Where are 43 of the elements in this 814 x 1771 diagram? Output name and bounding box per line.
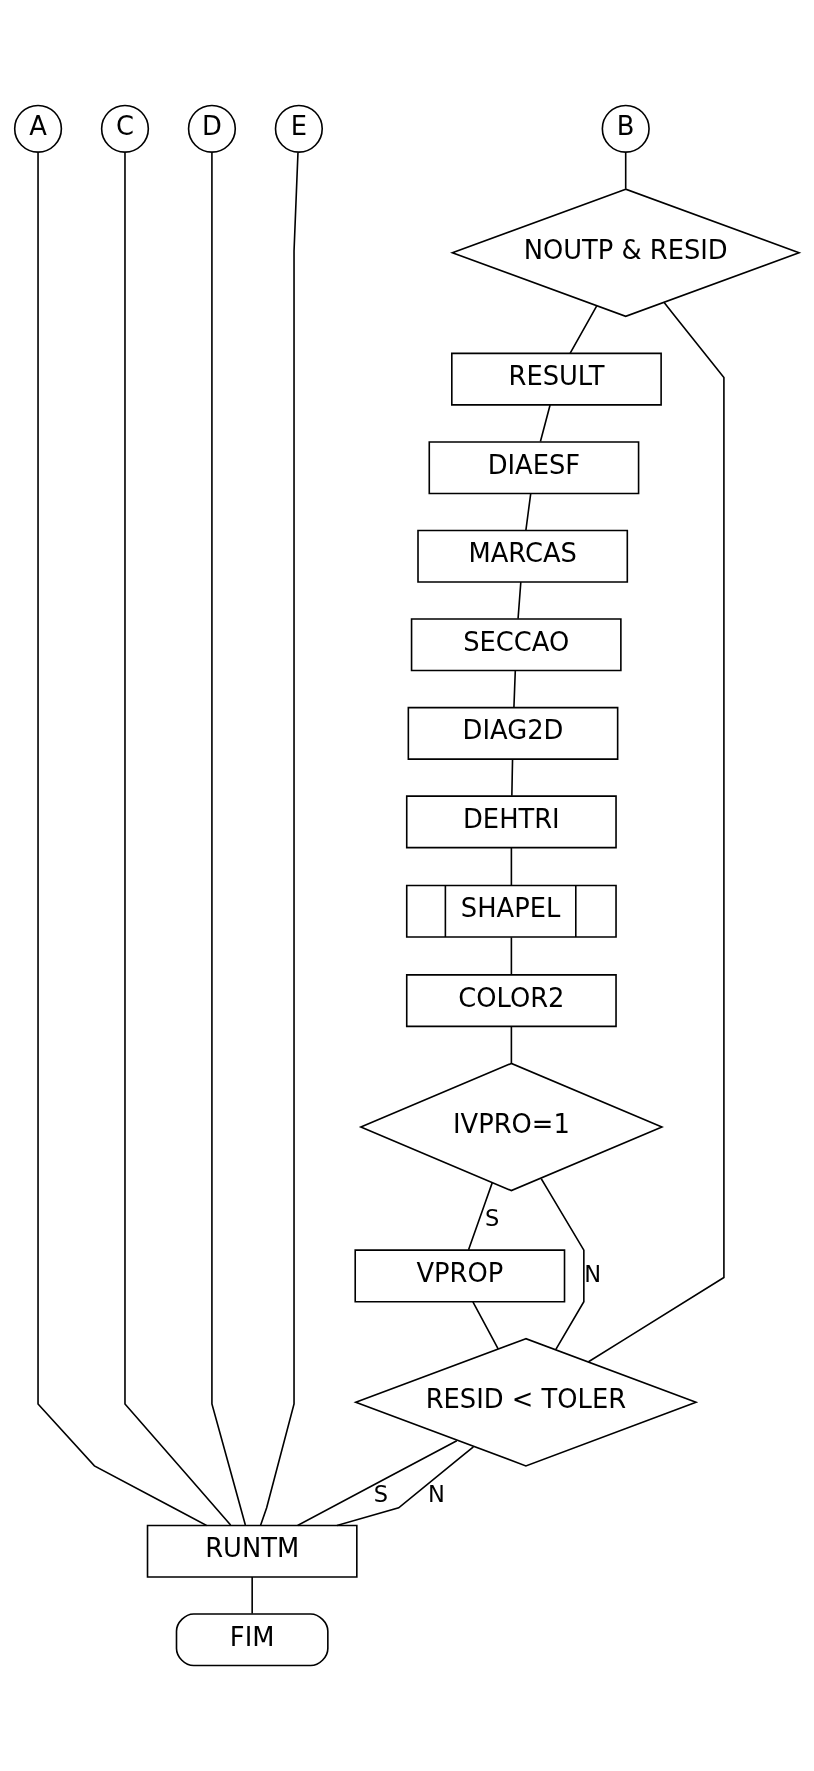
connector xyxy=(525,492,532,531)
edge-label: S xyxy=(373,1480,389,1507)
node-diamond: IVPRO=1 xyxy=(358,1062,664,1192)
node-box: FIM xyxy=(175,1613,329,1667)
node-box: DIAG2D xyxy=(407,706,619,760)
connector xyxy=(513,669,517,708)
node-circle: C xyxy=(100,104,150,153)
node-diamond: RESID < TOLER xyxy=(353,1337,699,1467)
edge-label: S xyxy=(484,1205,500,1232)
connector xyxy=(587,301,725,1363)
node-box: DEHTRI xyxy=(405,795,617,849)
node-box: VPROP xyxy=(354,1249,566,1303)
edge-label: N xyxy=(584,1260,602,1287)
connector xyxy=(472,1301,499,1350)
connector xyxy=(539,404,551,443)
connector xyxy=(467,1182,493,1251)
connector xyxy=(37,151,208,1527)
node-circle: A xyxy=(13,104,63,153)
edge-label: N xyxy=(428,1480,445,1507)
connector xyxy=(510,1025,513,1065)
node-box: RUNTM xyxy=(146,1524,358,1578)
node-box: SECCAO xyxy=(410,618,622,672)
connector xyxy=(211,151,247,1526)
connector xyxy=(510,847,513,887)
node-box: DIAESF xyxy=(428,441,640,495)
node-circle: D xyxy=(187,104,237,153)
connector xyxy=(251,1576,253,1615)
node-box: COLOR2 xyxy=(405,974,617,1028)
node-box: RESULT xyxy=(451,352,662,406)
connector xyxy=(569,305,598,354)
connector xyxy=(511,758,514,797)
connector xyxy=(540,1177,585,1351)
node-box: MARCAS xyxy=(417,529,629,583)
connector xyxy=(259,151,299,1527)
connector xyxy=(124,151,232,1526)
node-circle: E xyxy=(274,104,323,153)
connector xyxy=(517,581,522,620)
connector xyxy=(624,151,627,190)
connector xyxy=(510,936,513,976)
connector xyxy=(336,1445,475,1527)
node-diamond: NOUTP & RESID xyxy=(450,188,802,318)
connector xyxy=(296,1439,458,1527)
node-circle: B xyxy=(601,104,650,153)
